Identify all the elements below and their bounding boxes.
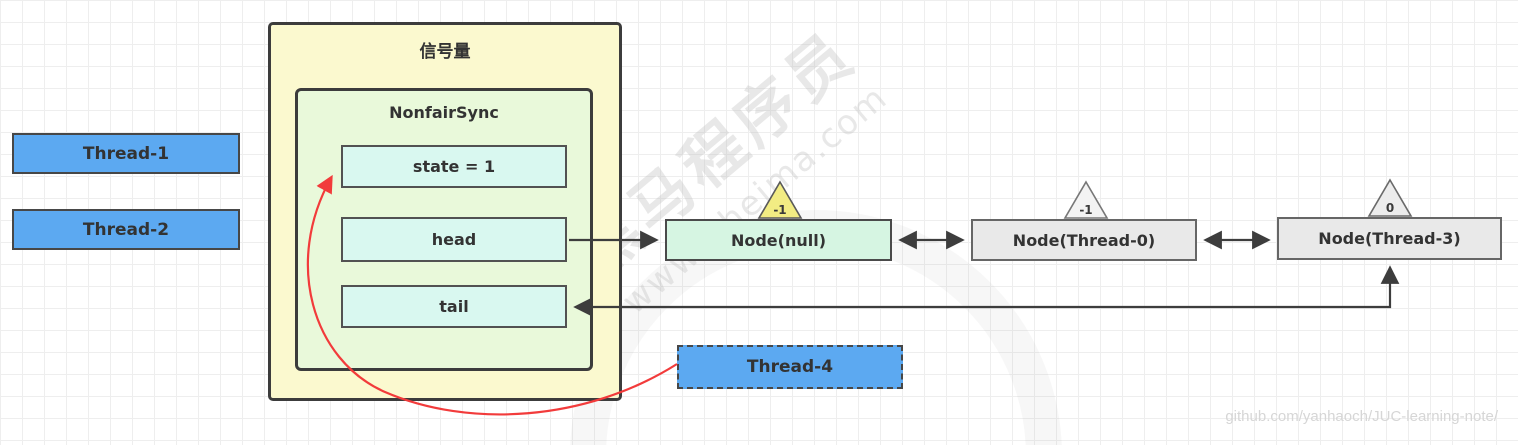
tail-field-label: tail	[439, 297, 469, 316]
head-field-label: head	[431, 230, 477, 249]
node-thread0-waitstatus-triangle: -1	[1063, 180, 1109, 220]
node-thread3-label: Node(Thread-3)	[1318, 229, 1461, 248]
semaphore-title: 信号量	[419, 42, 471, 62]
triangle-icon	[1367, 178, 1413, 217]
node-thread3-waitstatus-triangle: 0	[1367, 178, 1413, 218]
node-thread0-waitstatus: -1	[1079, 203, 1093, 217]
node-thread3-box: Node(Thread-3)	[1277, 217, 1502, 260]
node-thread0-label: Node(Thread-0)	[1012, 230, 1156, 250]
credit-text: github.com/yanhaoch/JUC-learning-note/	[1225, 408, 1498, 425]
node-null-waitstatus-triangle: -1	[757, 180, 803, 220]
node-null-box: Node(null)	[665, 219, 892, 261]
tail-to-node-thread3-arrow	[573, 265, 1400, 317]
thread-1-box: Thread-1	[12, 133, 240, 174]
node-thread0-box: Node(Thread-0)	[971, 219, 1197, 261]
thread-1-label: Thread-1	[82, 143, 170, 164]
node-thread3-waitstatus: 0	[1385, 201, 1395, 215]
node-null-waitstatus: -1	[773, 203, 787, 217]
head-field: head	[341, 217, 567, 262]
thread-2-label: Thread-2	[82, 219, 170, 240]
triangle-icon	[757, 180, 803, 219]
thread-2-box: Thread-2	[12, 209, 240, 250]
thread-4-label: Thread-4	[746, 357, 834, 377]
nonfairsync-title: NonfairSync	[389, 103, 499, 122]
state-field: state = 1	[341, 145, 567, 188]
node-null-label: Node(null)	[730, 230, 827, 250]
tail-field: tail	[341, 285, 567, 328]
thread-4-box: Thread-4	[677, 345, 903, 389]
triangle-icon	[1063, 180, 1109, 219]
state-field-label: state = 1	[412, 157, 496, 176]
